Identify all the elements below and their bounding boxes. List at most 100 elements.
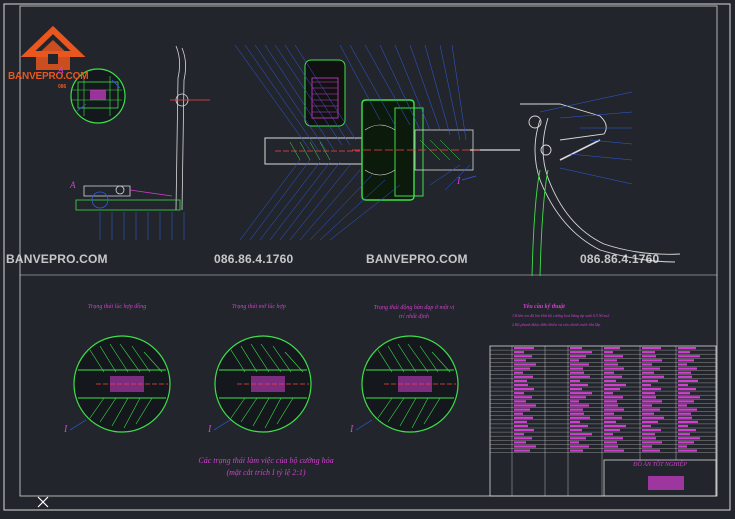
parts-list-cell: [514, 355, 532, 358]
master-cylinder: [264, 59, 366, 165]
parts-list-cell: [514, 371, 523, 374]
parts-list-cell: [514, 437, 532, 440]
parts-list-table: [489, 345, 717, 497]
parts-list-cell: [570, 375, 590, 378]
parts-list-cell: [604, 420, 616, 423]
parts-list-cell: [642, 379, 658, 382]
parts-list-cell: [604, 437, 623, 440]
parts-list-cell: [678, 433, 690, 436]
watermark-site: BANVEPRO.COM: [6, 252, 108, 266]
parts-list-cell: [514, 445, 536, 448]
section-marker: I: [64, 424, 68, 435]
detail-caption-1: Trạng thái lúc hợp đồng: [88, 304, 147, 310]
parts-list-cell: [514, 441, 526, 444]
drawing-frame: [3, 3, 731, 511]
parts-list-cell: [678, 375, 692, 378]
parts-list-cell: [642, 416, 664, 419]
parts-list-cell: [604, 408, 624, 411]
detail-marker: A: [70, 180, 76, 190]
booster-leader-lines: [234, 44, 471, 241]
parts-list-cell: [604, 396, 623, 399]
parts-list-cell: [604, 379, 616, 382]
parts-list-cell: [514, 449, 530, 452]
parts-list-cell: [678, 351, 690, 354]
parts-list-cell: [678, 445, 687, 448]
parts-list-cell: [514, 424, 528, 428]
parts-list-cell: [604, 363, 618, 366]
parts-list-cell: [570, 355, 586, 358]
title-block-label: ĐỒ ÁN TỐT NGHIỆP: [633, 462, 687, 468]
parts-list-cell: [678, 371, 691, 374]
section-marker: I: [350, 424, 354, 435]
section-caption-scale: (mặt cắt trích I tỷ lệ 2:1): [226, 468, 306, 477]
parts-list-cell: [642, 408, 660, 411]
parts-list-cell: [514, 408, 530, 411]
parts-list-cell: [570, 392, 592, 395]
parts-list-cell: [514, 396, 532, 399]
watermark-site: BANVEPRO.COM: [366, 252, 468, 266]
parts-list-cell: [514, 383, 528, 387]
parts-list-cell: [514, 351, 524, 354]
parts-list-cell: [604, 392, 613, 395]
parts-list-cell: [642, 367, 660, 370]
tech-req-line-2: 2.Bộ phanh được điều khiển và cân chỉnh …: [512, 322, 601, 327]
parts-list-cell: [514, 375, 533, 378]
parts-list-cell: [604, 367, 624, 370]
parts-list-cell: [570, 404, 589, 407]
parts-list-cell: [604, 445, 618, 448]
parts-list-cell: [570, 351, 592, 354]
parts-list-cell: [570, 441, 579, 444]
drawing-inner-frame: [19, 5, 718, 497]
parts-list-cell: [514, 347, 534, 350]
section-marker: I: [208, 424, 212, 435]
parts-list-cell: [678, 383, 688, 387]
logo-text: BANVEPRO.COM: [8, 71, 89, 82]
parts-list-cell: [678, 347, 696, 350]
parts-list-cell: [570, 396, 586, 399]
parts-list-cell: [570, 379, 580, 382]
parts-list-cell: [642, 420, 658, 423]
parts-list-cell: [678, 404, 687, 407]
parts-list-cell: [642, 445, 652, 448]
parts-list-cell: [678, 379, 698, 382]
detail-caption-3: Trạng thái động bàn đạp ở một vị trí nhấ…: [373, 305, 455, 320]
parts-list-cell: [514, 388, 534, 391]
parts-list-cell: [514, 379, 527, 382]
parts-list-cell: [604, 383, 626, 387]
parts-list-cell: [514, 400, 526, 403]
parts-list-cell: [604, 449, 624, 452]
parts-list-cell: [570, 437, 586, 440]
logo-phone: 086: [58, 84, 67, 90]
parts-list-cell: [514, 429, 534, 432]
parts-list-cell: [678, 429, 696, 432]
parts-list-cell: [642, 396, 656, 399]
parts-list-cell: [678, 355, 700, 358]
detail-circle-state-3: [361, 335, 459, 433]
pedal-assembly: [75, 45, 210, 211]
parts-list-cell: [678, 441, 694, 444]
section-caption-title: Các trạng thái làm việc của bộ cường hóa: [198, 456, 334, 465]
parts-list-cell: [570, 445, 589, 448]
parts-list-cell: [678, 424, 688, 428]
parts-list-cell: [570, 433, 592, 436]
tech-req-title: Yêu cầu kỹ thuật: [523, 304, 565, 310]
parts-list-cell: [678, 388, 696, 391]
parts-list-cell: [642, 433, 655, 436]
parts-list-cell: [642, 424, 651, 428]
parts-list-cell: [604, 433, 613, 436]
watermark-phone: 086.86.4.1760: [214, 252, 294, 266]
parts-list-cell: [642, 400, 662, 403]
parts-list-cell: [570, 371, 584, 374]
parts-list-cell: [642, 347, 661, 350]
parts-list-cell: [570, 424, 588, 428]
close-icon[interactable]: [36, 495, 50, 509]
parts-list-cell: [642, 383, 651, 387]
parts-list-cell: [642, 375, 664, 378]
detail-caption-2: Trạng thái mở lúc hợp: [232, 304, 286, 310]
parts-list-cell: [642, 359, 662, 362]
parts-list-cell: [570, 383, 588, 387]
parts-list-cell: [570, 429, 582, 432]
parts-list-cell: [678, 367, 697, 370]
parts-list-cell: [642, 437, 656, 440]
